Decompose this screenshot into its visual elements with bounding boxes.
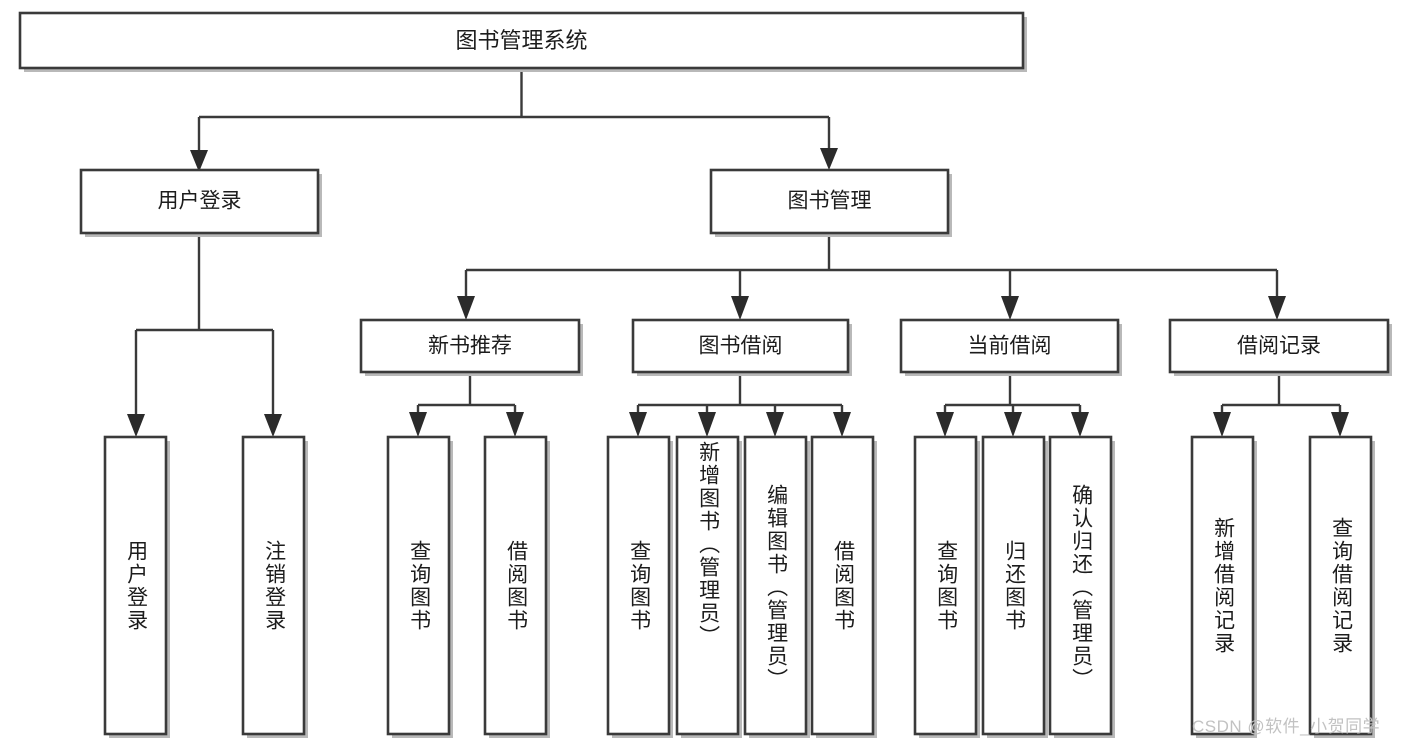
node-user-login-label: 用户登录 <box>158 190 242 213</box>
connector-layer <box>127 68 1349 437</box>
csdn-watermark: CSDN @软件_小贺同学 <box>1192 717 1381 736</box>
connector-borrowrecord-to-leaves <box>1220 372 1342 418</box>
node-book-manage[interactable]: 图书管理 <box>709 168 952 237</box>
node-root[interactable]: 图书管理系统 <box>18 11 1027 72</box>
arrow-head-leaf-query-book-1 <box>409 412 427 437</box>
node-book-borrow-label: 图书借阅 <box>699 335 783 358</box>
leaf-box-leaf-query-book-3[interactable] <box>913 435 980 738</box>
leaf-box-leaf-add-book[interactable] <box>675 435 742 738</box>
leaf-box-leaf-query-book-1[interactable] <box>386 435 453 738</box>
node-layer: 图书管理系统 用户登录 图书管理 新书推荐 图书 <box>18 11 1392 738</box>
leaf-box-leaf-borrow-book-2[interactable] <box>810 435 877 738</box>
node-borrow-record[interactable]: 借阅记录 <box>1168 318 1392 376</box>
connector-bookborrow-to-leaves <box>636 372 844 418</box>
arrow-head-book-manage <box>820 148 838 170</box>
node-current-borrow[interactable]: 当前借阅 <box>899 318 1122 376</box>
arrow-head-leaf-query-book-2 <box>629 412 647 437</box>
arrow-head-current-borrow <box>1001 296 1019 320</box>
leaf-box-leaf-user-login[interactable] <box>103 435 170 738</box>
arrow-head-leaf-add-record <box>1213 412 1231 437</box>
arrow-head-user-login <box>190 150 208 172</box>
arrow-head-leaf-logout <box>264 414 282 437</box>
arrow-head-leaf-borrow-book-2 <box>833 412 851 437</box>
leaf-box-leaf-return-book[interactable] <box>981 435 1048 738</box>
arrow-head-leaf-edit-book <box>766 412 784 437</box>
node-new-book-recommend-label: 新书推荐 <box>428 335 512 358</box>
arrow-head-leaf-borrow-book-1 <box>506 412 524 437</box>
arrow-head-leaf-query-book-3 <box>936 412 954 437</box>
connector-currentborrow-to-leaves <box>943 372 1082 418</box>
node-new-book-recommend[interactable]: 新书推荐 <box>359 318 583 376</box>
arrow-head-leaf-add-book <box>698 412 716 437</box>
connector-newbook-to-leaves <box>416 372 517 418</box>
node-borrow-record-label: 借阅记录 <box>1237 335 1321 358</box>
arrow-head-borrow-record <box>1268 296 1286 320</box>
node-current-borrow-label: 当前借阅 <box>968 335 1052 358</box>
leaf-box-leaf-logout[interactable] <box>241 435 308 738</box>
node-user-login[interactable]: 用户登录 <box>79 168 322 237</box>
arrow-head-leaf-return-book <box>1004 412 1022 437</box>
leaf-box-leaf-confirm-return[interactable] <box>1048 435 1115 738</box>
connector-bookmanage-to-level3 <box>464 233 1279 300</box>
node-book-manage-label: 图书管理 <box>788 190 872 213</box>
node-root-label: 图书管理系统 <box>455 28 587 53</box>
arrow-head-new-book-recommend <box>457 296 475 320</box>
connector-root-to-level2 <box>197 68 831 152</box>
arrow-head-book-borrow <box>731 296 749 320</box>
leaf-box-leaf-query-record[interactable] <box>1308 435 1375 738</box>
leaf-box-leaf-query-book-2[interactable] <box>606 435 673 738</box>
arrow-head-leaf-user-login <box>127 414 145 437</box>
leaf-box-leaf-add-record[interactable] <box>1190 435 1257 738</box>
connector-userlogin-to-leaves <box>134 233 275 418</box>
arrow-head-leaf-query-record <box>1331 412 1349 437</box>
leaf-box-leaf-borrow-book-1[interactable] <box>483 435 550 738</box>
node-book-borrow[interactable]: 图书借阅 <box>631 318 852 376</box>
leaf-box-leaf-edit-book[interactable] <box>743 435 810 738</box>
arrow-head-leaf-confirm-return <box>1071 412 1089 437</box>
